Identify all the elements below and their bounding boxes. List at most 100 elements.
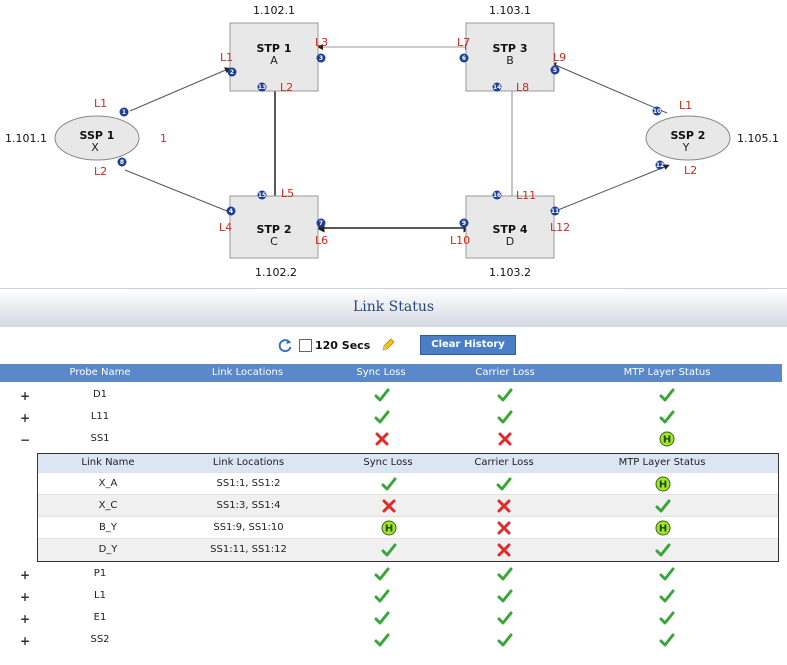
svg-text:STP 1: STP 1	[257, 42, 292, 55]
svg-text:2: 2	[230, 69, 234, 76]
expand-icon[interactable]: +	[20, 634, 31, 648]
check-icon	[497, 633, 513, 647]
mtp-status	[659, 588, 675, 604]
link-name: D_Y	[98, 544, 118, 555]
table-row-ss2[interactable]: + SS2	[0, 629, 782, 651]
table-row-p1[interactable]: + P1	[0, 563, 782, 585]
carrier-loss-status	[497, 387, 513, 403]
refresh-interval-label: 120 Secs	[315, 338, 371, 352]
link-status-title: Link Status	[352, 299, 435, 315]
addr-stp4: 1.103.2	[489, 266, 531, 279]
subtable-row-d-y[interactable]: D_Y SS1:11, SS1:12	[38, 538, 778, 561]
svg-text:A: A	[270, 54, 278, 67]
col-header-carrier-loss: Carrier Loss	[475, 367, 535, 378]
addr-stp2: 1.102.2	[255, 266, 297, 279]
check-icon	[497, 410, 513, 424]
port-badge: 8	[117, 157, 127, 167]
expand-icon[interactable]: +	[20, 411, 31, 425]
carrier-loss-status	[497, 610, 513, 626]
link-ssp1-stp2	[124, 169, 235, 215]
svg-text:SSP 2: SSP 2	[671, 129, 706, 142]
svg-text:H: H	[659, 524, 667, 535]
check-icon	[496, 477, 512, 491]
expand-icon[interactable]: +	[20, 568, 31, 582]
check-icon	[659, 633, 675, 647]
h-badge-icon: H	[655, 520, 671, 536]
check-icon	[374, 611, 390, 625]
edit-pencil-icon[interactable]	[380, 337, 396, 353]
link-name: X_C	[98, 500, 118, 511]
col-header-sync-loss: Sync Loss	[363, 457, 413, 468]
x-icon	[382, 499, 396, 513]
svg-text:8: 8	[120, 159, 124, 166]
subtable-row-b-y[interactable]: B_Y SS1:9, SS1:10 H H	[38, 516, 778, 539]
clear-history-button[interactable]: Clear History	[420, 335, 516, 355]
svg-text:7: 7	[319, 220, 323, 227]
expand-icon[interactable]: +	[20, 590, 31, 604]
node-stp1[interactable]: STP 1 A	[229, 22, 319, 92]
table-row-l1[interactable]: + L1	[0, 585, 782, 607]
link-label: L1	[94, 97, 107, 110]
svg-text:Y: Y	[682, 141, 690, 154]
mtp-status	[659, 566, 675, 582]
sync-loss-status	[381, 498, 397, 514]
link-name: B_Y	[99, 522, 117, 533]
expand-icon[interactable]: +	[20, 612, 31, 626]
check-icon	[497, 589, 513, 603]
sync-loss-status: H	[381, 520, 397, 536]
carrier-loss-status	[497, 588, 513, 604]
collapse-icon[interactable]: −	[20, 433, 31, 447]
check-icon	[659, 410, 675, 424]
svg-text:11: 11	[551, 208, 559, 215]
mtp-status	[659, 632, 675, 648]
port-badge: 12	[655, 160, 665, 170]
col-header-sync-loss: Sync Loss	[356, 367, 406, 378]
status-toolbar: 120 Secs Clear History	[277, 335, 516, 355]
subtable-row-x-a[interactable]: X_A SS1:1, SS1:2 H	[38, 472, 778, 495]
table-row-l11[interactable]: + L11	[0, 406, 782, 428]
carrier-loss-status	[497, 632, 513, 648]
port-badge: 16	[492, 190, 502, 200]
x-icon	[497, 543, 511, 557]
svg-text:5: 5	[553, 67, 557, 74]
link-status-header: Link Status	[0, 288, 787, 327]
port-badge: 14	[492, 82, 502, 92]
node-stp3[interactable]: STP 3 B	[465, 22, 555, 92]
svg-text:STP 2: STP 2	[257, 223, 292, 236]
carrier-loss-status	[497, 431, 513, 447]
check-icon	[655, 499, 671, 513]
node-ssp2[interactable]: SSP 2 Y	[645, 115, 731, 161]
link-label: L6	[315, 234, 328, 247]
addr-ssp2: 1.105.1	[737, 132, 779, 145]
link-label: L3	[315, 36, 328, 49]
check-icon	[374, 410, 390, 424]
col-header-mtp-status: MTP Layer Status	[618, 457, 706, 468]
svg-text:C: C	[270, 235, 278, 248]
port-badge: 11	[550, 206, 560, 216]
table-row-e1[interactable]: + E1	[0, 607, 782, 629]
carrier-loss-status	[496, 520, 512, 536]
x-icon	[375, 432, 389, 446]
ss1-link-subtable: Link Name Link Locations Sync Loss Carri…	[37, 453, 779, 562]
expand-icon[interactable]: +	[20, 389, 31, 403]
check-icon	[374, 567, 390, 581]
probe-name: SS2	[90, 634, 110, 645]
svg-text:X: X	[91, 141, 99, 154]
node-stp4[interactable]: STP 4 D	[465, 195, 555, 259]
link-label: L7	[457, 36, 470, 49]
table-row-ss1[interactable]: − SS1 H	[0, 428, 782, 450]
subtable-row-x-c[interactable]: X_C SS1:3, SS1:4	[38, 494, 778, 517]
sync-loss-status	[374, 431, 390, 447]
link-label: L12	[550, 221, 570, 234]
probe-name: L11	[90, 411, 110, 422]
table-row-d1[interactable]: + D1	[0, 384, 782, 406]
node-stp2[interactable]: STP 2 C	[229, 195, 319, 259]
refresh-icon[interactable]	[277, 337, 293, 353]
svg-text:10: 10	[653, 108, 661, 115]
mtp-status: H	[655, 476, 671, 492]
auto-refresh-checkbox[interactable]	[299, 338, 312, 352]
svg-text:12: 12	[656, 162, 664, 169]
node-ssp1[interactable]: SSP 1 X	[54, 115, 140, 161]
check-icon	[659, 611, 675, 625]
link-label: L8	[516, 81, 529, 94]
